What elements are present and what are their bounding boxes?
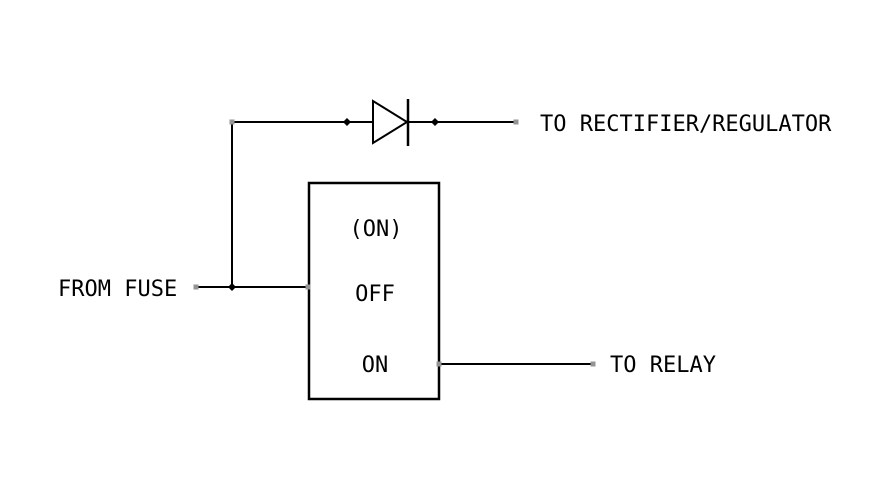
endpoint-marker — [513, 119, 519, 125]
switch-position-momentary-on-label: (ON) — [350, 217, 403, 242]
to-rectifier-regulator-label: TO RECTIFIER/REGULATOR — [540, 112, 832, 137]
endpoint-marker — [436, 361, 442, 367]
junction-dot — [343, 118, 351, 126]
switch-position-on-label: ON — [362, 353, 389, 378]
diode-icon — [372, 99, 410, 146]
diode-anode-triangle — [372, 99, 409, 145]
junction-dot — [431, 118, 439, 126]
endpoint-marker — [590, 361, 596, 367]
endpoint-marker — [229, 119, 235, 125]
from-fuse-label: FROM FUSE — [58, 277, 177, 302]
junction-dot — [228, 283, 236, 291]
switch-position-off-label: OFF — [355, 282, 395, 307]
switch-box — [307, 181, 441, 401]
endpoint-marker — [305, 284, 311, 290]
endpoint-marker — [193, 284, 199, 290]
to-relay-label: TO RELAY — [610, 353, 716, 378]
